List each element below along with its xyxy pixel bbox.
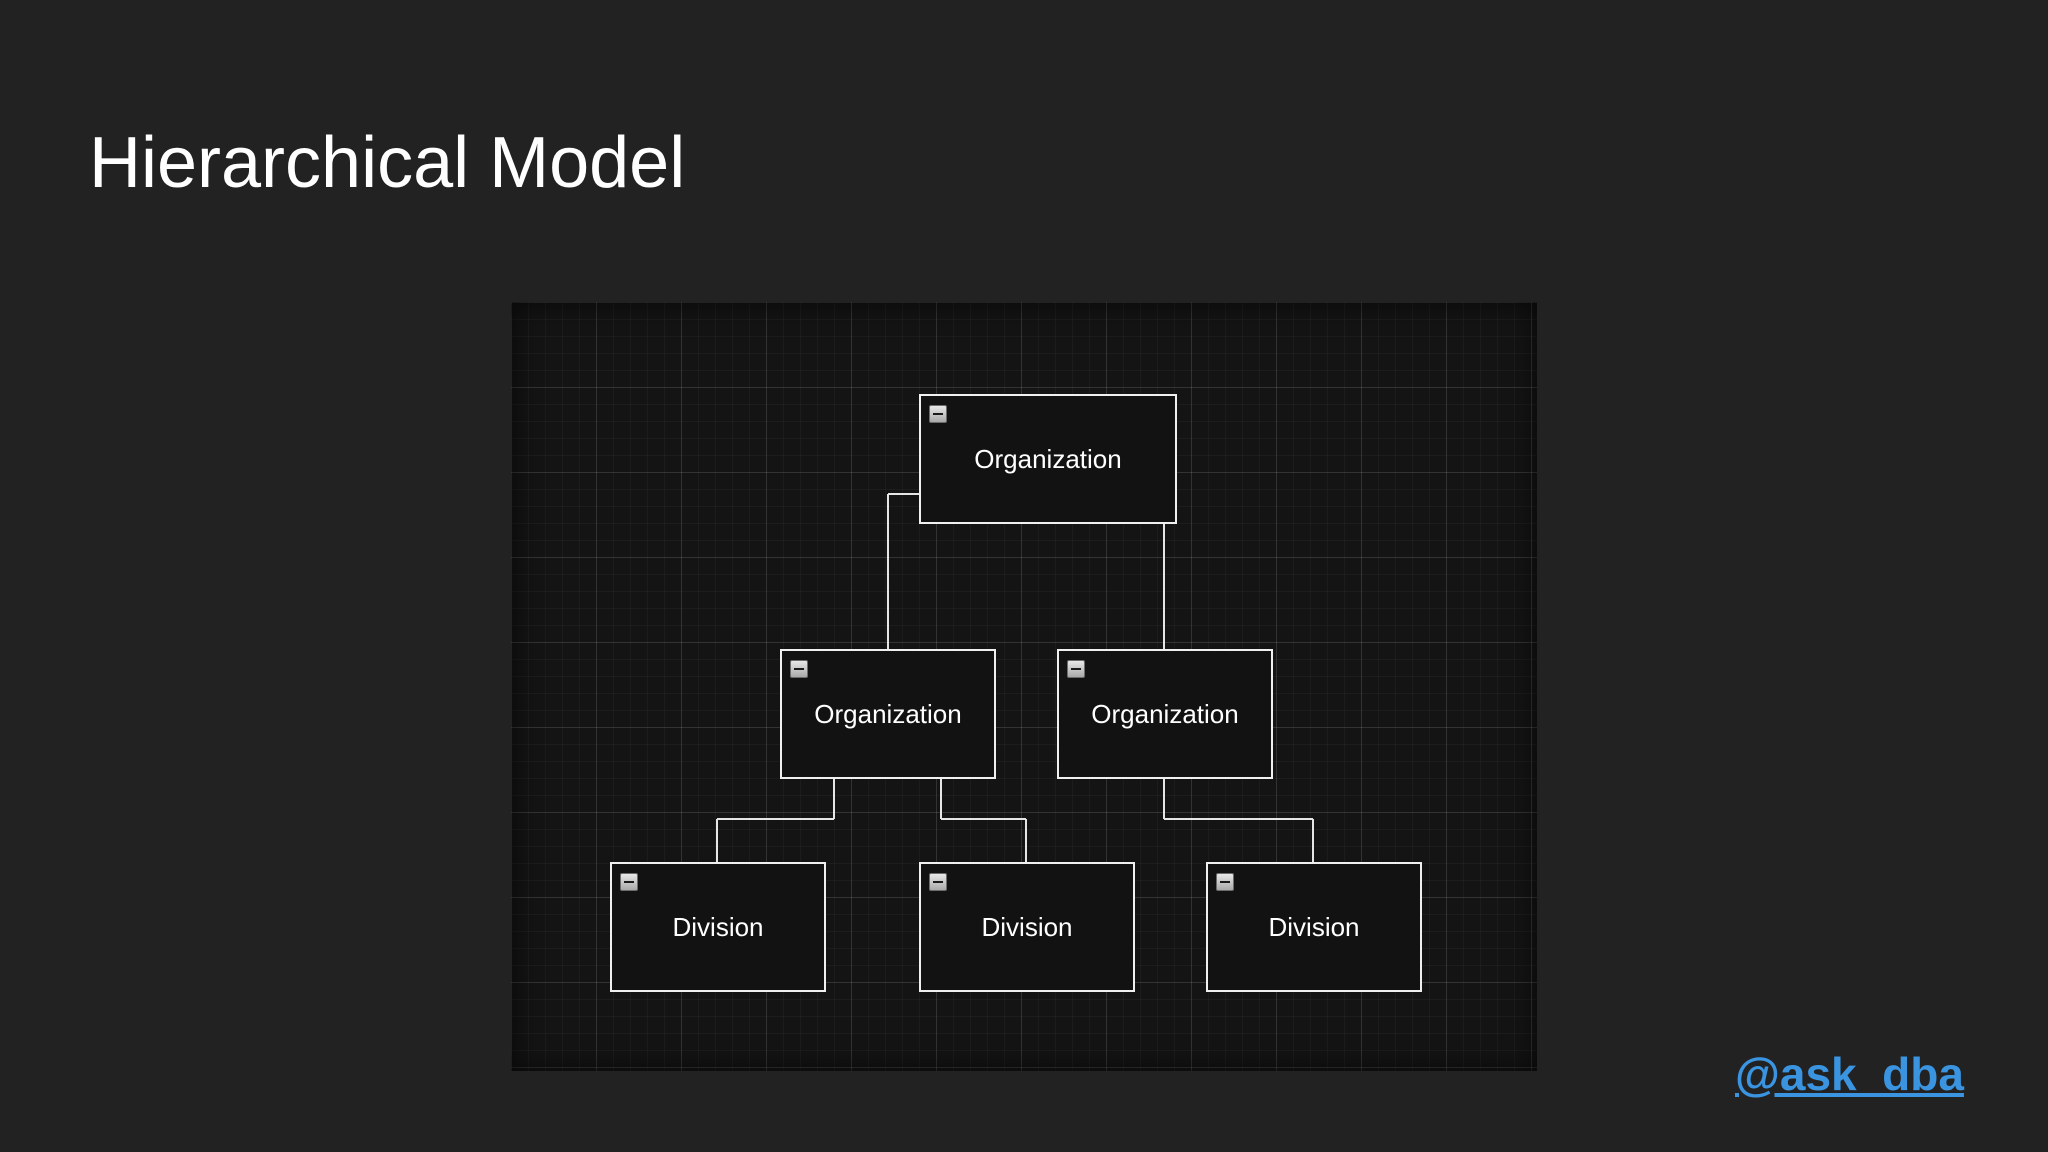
minus-square-icon[interactable]: [929, 405, 947, 423]
node-division-3[interactable]: Division: [1206, 862, 1422, 992]
twitter-handle-link[interactable]: @ask_dba: [1735, 1048, 1964, 1100]
node-organization-root[interactable]: Organization: [919, 394, 1177, 524]
hierarchy-diagram: Organization Organization Organization D…: [511, 302, 1537, 1071]
node-label: Organization: [814, 698, 962, 729]
node-label: Division: [672, 911, 764, 942]
minus-square-icon[interactable]: [1216, 873, 1234, 891]
node-label: Organization: [974, 443, 1122, 474]
slide-title: Hierarchical Model: [89, 123, 686, 203]
minus-square-icon[interactable]: [929, 873, 947, 891]
node-label: Division: [1268, 911, 1360, 942]
node-organization-right[interactable]: Organization: [1057, 649, 1273, 779]
node-division-1[interactable]: Division: [610, 862, 826, 992]
node-organization-left[interactable]: Organization: [780, 649, 996, 779]
node-division-2[interactable]: Division: [919, 862, 1135, 992]
node-label: Division: [981, 911, 1073, 942]
node-label: Organization: [1091, 698, 1239, 729]
minus-square-icon[interactable]: [620, 873, 638, 891]
minus-square-icon[interactable]: [790, 660, 808, 678]
minus-square-icon[interactable]: [1067, 660, 1085, 678]
